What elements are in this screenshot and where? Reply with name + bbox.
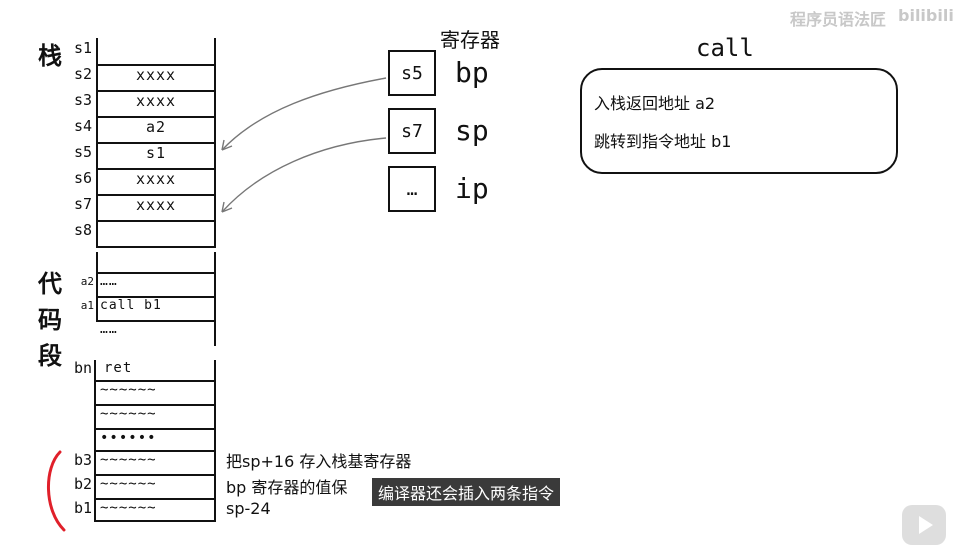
code-row-label: b1 bbox=[73, 499, 92, 517]
stack-row-divider bbox=[96, 220, 216, 222]
code-row-divider bbox=[94, 520, 216, 522]
stack-slot-label: s4 bbox=[73, 117, 92, 135]
code-row-value: ~~~~~~ bbox=[100, 452, 157, 468]
code-lower-right-border bbox=[214, 360, 216, 520]
code-row-value: call b1 bbox=[100, 298, 162, 313]
code-seg-title-1: 代 bbox=[38, 270, 62, 298]
stack-slot-label: s7 bbox=[73, 195, 92, 213]
call-line-1: 入栈返回地址 a2 bbox=[594, 94, 716, 113]
stack-slot-value: xxxx bbox=[135, 170, 177, 188]
code-seg-title-2: 码 bbox=[38, 306, 62, 334]
code-row-divider bbox=[96, 272, 216, 274]
video-subtitle: 编译器还会插入两条指令 bbox=[372, 478, 561, 506]
stack-slot-value: a2 bbox=[145, 118, 167, 136]
code-row-label: bn bbox=[73, 359, 92, 377]
code-row-value: ~~~~~~ bbox=[100, 500, 157, 516]
bilibili-logo: bilibili bbox=[898, 6, 954, 25]
note-b2: bp 寄存器的值保 bbox=[226, 478, 348, 497]
code-row-value: ~~~~~~ bbox=[100, 382, 157, 398]
register-ip-value: … bbox=[388, 166, 436, 212]
stack-row-divider bbox=[96, 90, 216, 92]
code-row-value: …… bbox=[100, 274, 118, 289]
code-row-value: •••••• bbox=[100, 430, 157, 446]
stack-slot-label: s8 bbox=[73, 221, 92, 239]
call-description-box: 入栈返回地址 a2 跳转到指令地址 b1 bbox=[580, 68, 898, 174]
code-row-label: b3 bbox=[73, 451, 92, 469]
play-button-icon[interactable] bbox=[902, 505, 946, 545]
stack-row-divider bbox=[96, 64, 216, 66]
code-row-divider bbox=[96, 296, 216, 298]
register-arrows bbox=[221, 77, 387, 213]
registers-title: 寄存器 bbox=[440, 28, 500, 52]
stack-slot-label: s5 bbox=[73, 143, 92, 161]
stack-slot-value: xxxx bbox=[135, 196, 177, 214]
code-row-value: ~~~~~~ bbox=[100, 476, 157, 492]
code-row-divider bbox=[94, 474, 216, 476]
register-ip-name: ip bbox=[455, 172, 489, 205]
stack-slot-label: s6 bbox=[73, 169, 92, 187]
stack-row-divider bbox=[96, 142, 216, 144]
stack-slot-label: s1 bbox=[73, 39, 92, 57]
code-row-divider bbox=[96, 320, 216, 322]
call-line-2: 跳转到指令地址 b1 bbox=[594, 132, 732, 151]
stack-row-divider bbox=[96, 168, 216, 170]
code-upper-left-border bbox=[96, 252, 98, 320]
code-row-divider bbox=[94, 404, 216, 406]
call-title: call bbox=[696, 34, 754, 62]
stack-slot-label: s3 bbox=[73, 91, 92, 109]
code-row-divider bbox=[94, 428, 216, 430]
register-bp-value: s5 bbox=[388, 50, 436, 96]
stack-slot-value: xxxx bbox=[135, 66, 177, 84]
code-row-divider bbox=[94, 498, 216, 500]
stack-slot-value: s1 bbox=[145, 144, 167, 162]
code-row-label: a2 bbox=[80, 275, 94, 288]
stack-row-divider bbox=[96, 194, 216, 196]
stack-row-divider bbox=[96, 116, 216, 118]
code-row-value: ret bbox=[104, 360, 133, 376]
register-sp-name: sp bbox=[455, 114, 489, 147]
code-lower-left-border bbox=[94, 360, 96, 520]
code-row-value: ~~~~~~ bbox=[100, 406, 157, 422]
code-upper-right-border bbox=[214, 252, 216, 346]
register-bp-name: bp bbox=[455, 56, 489, 89]
note-b3: 把sp+16 存入栈基寄存器 bbox=[226, 452, 412, 471]
code-row-value: …… bbox=[100, 322, 118, 337]
red-bracket-mark bbox=[47, 450, 66, 532]
stack-slot-value: xxxx bbox=[135, 92, 177, 110]
register-sp-value: s7 bbox=[388, 108, 436, 154]
stack-title: 栈 bbox=[38, 42, 62, 70]
note-b1: sp-24 bbox=[226, 499, 271, 518]
channel-watermark: 程序员语法匠 bbox=[790, 10, 887, 29]
code-seg-title-3: 段 bbox=[38, 342, 62, 370]
stack-slot-label: s2 bbox=[73, 65, 92, 83]
code-row-divider bbox=[94, 380, 216, 382]
code-row-divider bbox=[94, 450, 216, 452]
code-row-label: a1 bbox=[80, 299, 94, 312]
stack-row-divider bbox=[96, 246, 216, 248]
code-row-label: b2 bbox=[73, 475, 92, 493]
